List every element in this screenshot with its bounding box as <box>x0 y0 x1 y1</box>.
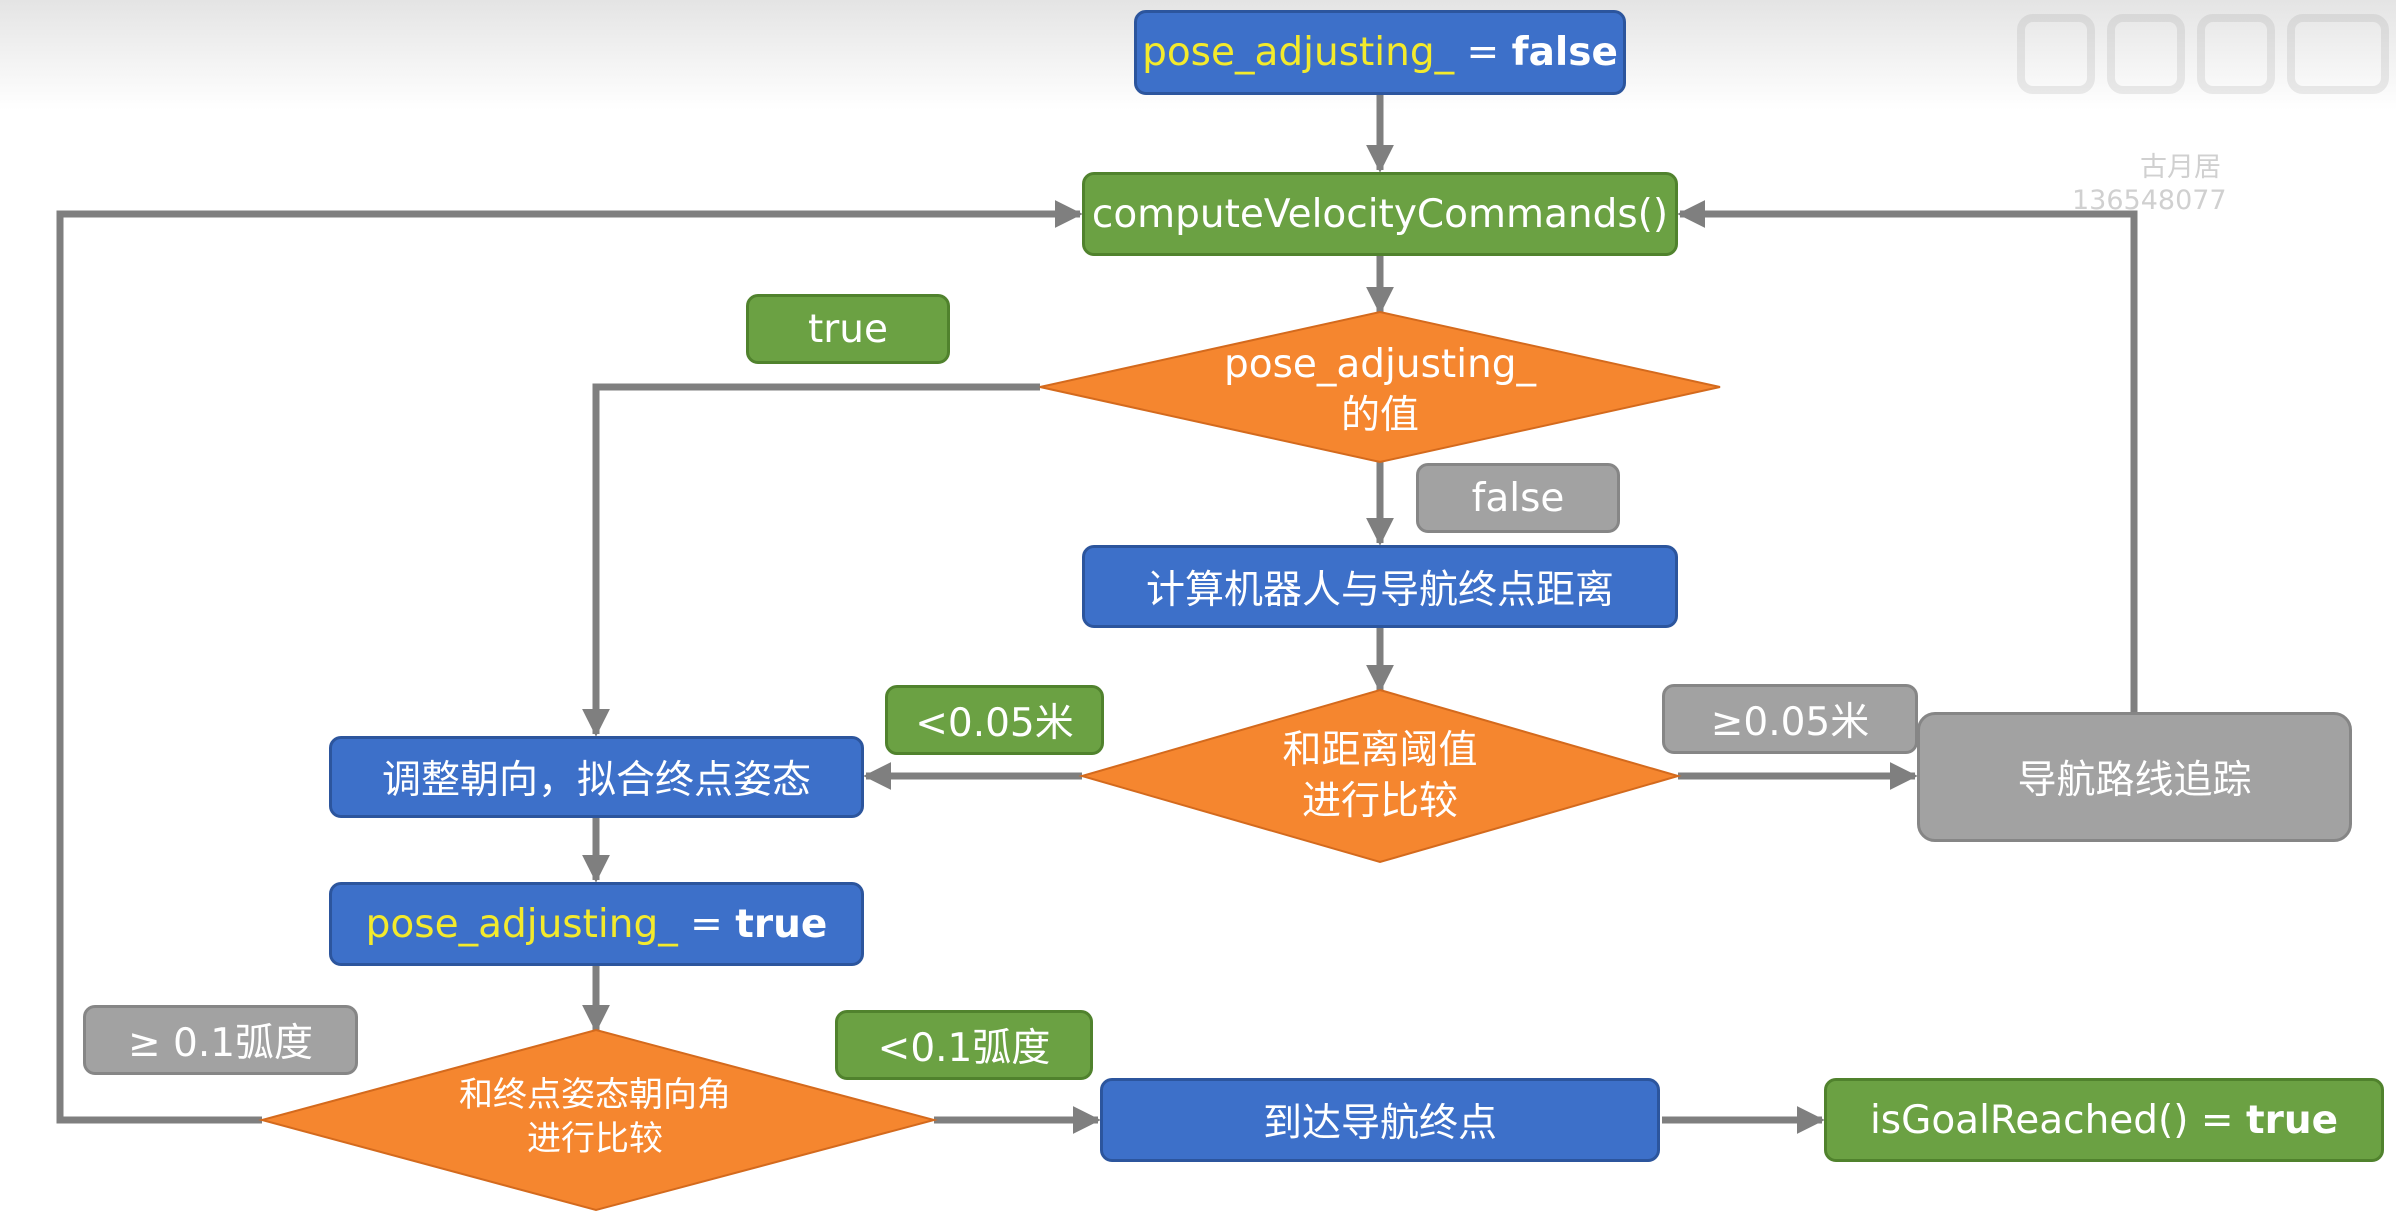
is-goal-reached-node: isGoalReached() = true <box>1824 1078 2384 1162</box>
adjust-heading-node: 调整朝向，拟合终点姿态 <box>329 736 864 818</box>
watermark-id: 136548077 <box>2072 185 2227 216</box>
decision-pose-text: pose_adjusting_ 的值 <box>1223 342 1537 438</box>
label-dist-ge: ≥0.05米 <box>1662 684 1918 754</box>
compute-distance-node: 计算机器人与导航终点距离 <box>1082 545 1678 628</box>
label-dist-lt: <0.05米 <box>885 685 1104 755</box>
variable-value: true <box>735 901 828 947</box>
variable-name: pose_adjusting_ <box>1142 30 1455 75</box>
label-angle-ge: ≥ 0.1弧度 <box>83 1005 358 1075</box>
watermark-logo <box>2015 8 2395 104</box>
path-tracking-node: 导航路线追踪 <box>1917 712 2352 842</box>
reach-goal-node: 到达导航终点 <box>1100 1078 1660 1162</box>
set-pose-adjusting-true: pose_adjusting_ = true <box>329 882 864 966</box>
arrow-tracking-to-compute <box>1677 200 2138 712</box>
init-pose-adjusting-false: pose_adjusting_ = false <box>1134 10 1626 95</box>
label-angle-lt: <0.1弧度 <box>835 1010 1093 1080</box>
assign-operator: = <box>677 901 736 947</box>
function-call: isGoalReached() = <box>1869 1097 2246 1143</box>
decision-angle-text: 和终点姿态朝向角 进行比较 <box>459 1075 731 1160</box>
watermark-name: 古月居 <box>2140 152 2221 183</box>
compute-velocity-commands: computeVelocityCommands() <box>1082 172 1678 256</box>
decision-pose-diamond <box>1039 310 1721 464</box>
variable-name: pose_adjusting_ <box>365 901 678 947</box>
label-false: false <box>1416 463 1620 533</box>
arrow-pose-true-to-adjust <box>582 383 1040 737</box>
decision-distance-text: 和距离阈值 进行比较 <box>1282 728 1478 824</box>
label-true: true <box>746 294 950 364</box>
arrow-angle-ge-to-compute <box>56 200 1083 1124</box>
decision-distance-diamond <box>1078 688 1682 864</box>
variable-value: false <box>1511 30 1618 75</box>
return-value: true <box>2245 1097 2339 1143</box>
assign-operator: = <box>1454 30 1512 75</box>
decision-angle-diamond <box>258 1028 938 1212</box>
